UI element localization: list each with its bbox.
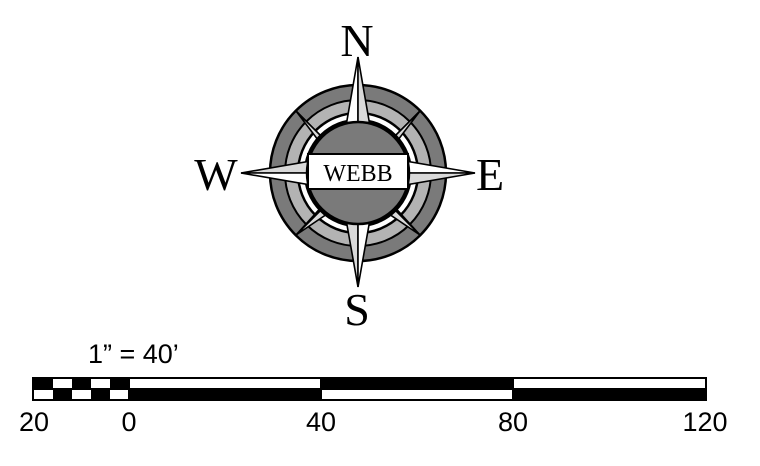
scale-bar-segments: [129, 378, 706, 400]
scale-ratio-label: 1” = 40’: [88, 339, 179, 369]
scale-bar-checker: [33, 378, 129, 400]
scale-tick-label: 40: [306, 407, 336, 437]
scale-tick-label: 120: [682, 407, 727, 437]
west-label: W: [194, 149, 238, 200]
scale-tick-label: 0: [121, 407, 136, 437]
scale-bar: 1” = 40’ 20 0 40 80 120: [19, 339, 728, 437]
scale-tick-label: 80: [498, 407, 528, 437]
south-label: S: [344, 284, 370, 335]
compass-center-label: WEBB: [323, 161, 392, 187]
scale-tick-label: 20: [19, 407, 49, 437]
compass-rose: WEBB N S E W: [194, 15, 504, 335]
north-label: N: [340, 15, 373, 66]
compass-center-band: [307, 153, 409, 190]
east-label: E: [476, 149, 504, 200]
